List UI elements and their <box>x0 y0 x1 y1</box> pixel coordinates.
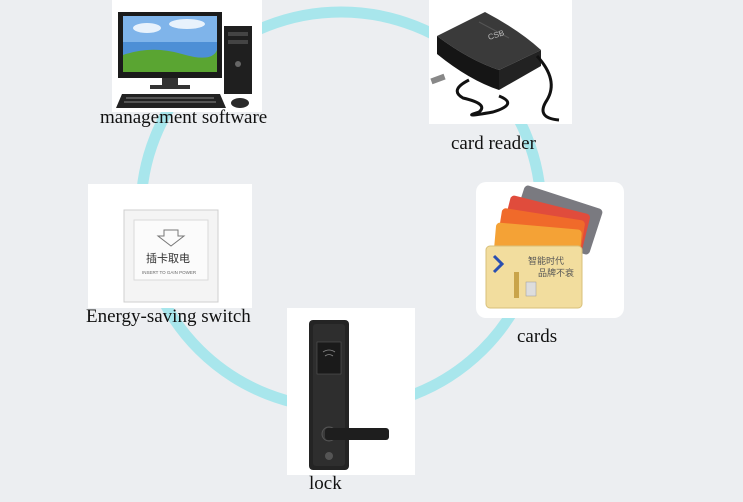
cards-panel: 智能时代 品牌不衰 <box>476 182 624 318</box>
card-text-line1: 智能时代 <box>528 255 564 266</box>
card-text-line2: 品牌不衰 <box>538 267 574 278</box>
computer-icon <box>116 12 252 108</box>
switch-subtext: INSERT TO GAIN POWER <box>142 270 197 275</box>
cards-label: cards <box>517 326 558 347</box>
lock-label: lock <box>309 473 342 494</box>
switch-label: Energy-saving switch <box>86 306 251 327</box>
reader-panel: CSB <box>429 0 572 124</box>
reader-label: card reader <box>451 133 536 154</box>
lock-panel <box>287 308 415 475</box>
door-lock-icon <box>309 320 389 470</box>
switch-panel: 插卡取电 INSERT TO GAIN POWER <box>88 184 252 308</box>
switch-text: 插卡取电 <box>146 251 190 265</box>
switch-icon: 插卡取电 INSERT TO GAIN POWER <box>123 209 219 303</box>
cards-icon: 智能时代 品牌不衰 <box>485 185 603 309</box>
software-panel <box>112 0 262 112</box>
card-reader-icon: CSB <box>430 12 560 122</box>
software-label: management software <box>100 107 268 128</box>
